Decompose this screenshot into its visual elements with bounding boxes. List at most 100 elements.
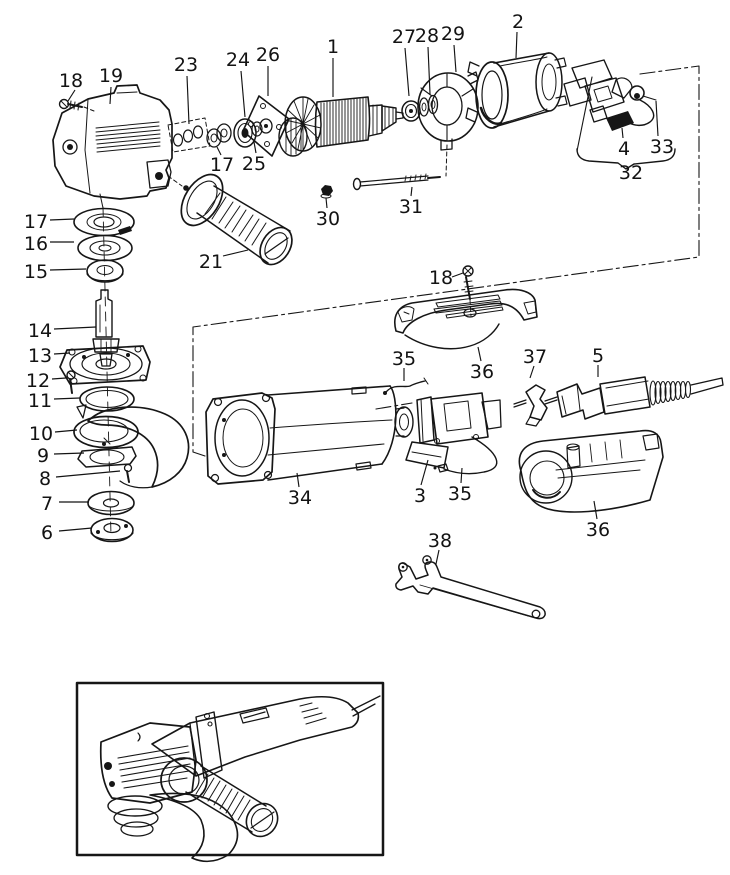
leader-line-13-22: [53, 352, 71, 355]
nut-30-drawing: [320, 185, 333, 199]
part-label-36-31: 36: [470, 361, 494, 383]
leader-line-10-25: [54, 429, 78, 433]
part-label-18-8: 18: [59, 70, 83, 92]
leader-line-12-23: [51, 377, 67, 380]
lower-cover-drawing: [518, 429, 664, 513]
part-label-30-13: 30: [316, 208, 340, 230]
leader-line-15-20: [49, 268, 87, 271]
motor-housing-drawing: [205, 385, 414, 485]
leader-line-34-37: [296, 472, 300, 488]
wrench-drawing: [395, 555, 546, 620]
carbon-brush-4: [606, 111, 634, 131]
part-label-33-16: 33: [650, 136, 674, 158]
part-label-2-1: 2: [512, 11, 524, 33]
leader-line-2-1: [515, 31, 518, 59]
leader-line-35-36: [460, 467, 463, 484]
part-label-21-12: 21: [199, 251, 223, 273]
part-label-15-20: 15: [24, 261, 48, 283]
part-label-32-17: 32: [619, 162, 643, 184]
leader-line-24-3: [240, 70, 246, 118]
construction-lines: [102, 65, 700, 537]
leader-line-33-16: [655, 100, 659, 137]
part-label-3-35: 3: [414, 485, 426, 507]
screw-18-right: [462, 265, 474, 277]
cord-drawing: [544, 376, 724, 420]
part-label-17-10: 17: [210, 154, 234, 176]
part-label-27-5: 27: [392, 26, 416, 48]
washer-stack-17-top-drawing: [206, 123, 232, 148]
part-label-26-4: 26: [256, 44, 280, 66]
leader-line-14-21: [53, 326, 97, 330]
leader-line-3-35: [420, 459, 429, 486]
leader-line-31-14: [410, 186, 413, 197]
leader-line-18-30: [451, 272, 464, 278]
part-label-35-32: 35: [392, 348, 416, 370]
screw-18-left-drawing: [58, 98, 95, 112]
part-label-31-14: 31: [399, 196, 423, 218]
part-label-11-24: 11: [28, 390, 52, 412]
leader-line-19-9: [109, 86, 112, 105]
part-label-14-21: 14: [28, 320, 52, 342]
brush-cap-33: [629, 85, 645, 101]
part-label-29-7: 29: [441, 23, 465, 45]
washers-28-drawing: [418, 94, 439, 117]
leader-line-11-24: [53, 397, 81, 400]
leader-line-30-13: [325, 197, 328, 209]
ring-25-drawing: [251, 121, 263, 137]
wheel-guard-drawing: [87, 406, 190, 489]
part-label-35-36: 35: [448, 483, 472, 505]
spindle-stack-drawing: [59, 207, 151, 543]
part-label-13-22: 13: [28, 345, 52, 367]
upper-cover-drawing: [394, 265, 538, 350]
part-label-9-26: 9: [37, 445, 49, 467]
leader-line-37-33: [529, 365, 535, 379]
leader-line-9-26: [53, 452, 85, 455]
leader-line-29-7: [453, 44, 457, 73]
part-label-23-2: 23: [174, 54, 198, 76]
leader-line-38-39: [435, 549, 440, 565]
part-label-7-28: 7: [41, 493, 53, 515]
leader-line-36-38: [593, 500, 598, 520]
fan-baffle-29-drawing: [417, 71, 479, 151]
part-label-12-23: 12: [26, 370, 50, 392]
leader-line-17-10: [216, 146, 222, 156]
leader-line-23-2: [186, 75, 190, 125]
part-label-37-33: 37: [523, 346, 547, 368]
part-label-24-3: 24: [226, 49, 250, 71]
part-label-10-25: 10: [29, 423, 53, 445]
leader-line-17-18: [49, 218, 75, 221]
bracket-32: [576, 148, 676, 170]
part-label-34-37: 34: [288, 487, 312, 509]
connector-37-drawing: [513, 384, 548, 427]
leader-line-21-12: [222, 249, 249, 257]
part-label-38-39: 38: [428, 530, 452, 552]
bearing-27-drawing: [401, 100, 421, 122]
leader-line-4-15: [621, 127, 624, 139]
part-label-16-19: 16: [24, 233, 48, 255]
part-label-36-38: 36: [586, 519, 610, 541]
leader-line-28-6: [427, 46, 431, 95]
part-label-17-18: 17: [24, 211, 48, 233]
part-label-6-29: 6: [41, 522, 53, 544]
switch-drawing: [383, 377, 502, 475]
leader-line-6-29: [58, 527, 93, 532]
part-label-5-34: 5: [592, 345, 604, 367]
bolt-31-drawing: [352, 173, 441, 191]
inset-border: [75, 681, 385, 857]
part-label-28-6: 28: [415, 25, 439, 47]
armature-drawing: [278, 96, 404, 157]
part-label-19-9: 19: [99, 65, 123, 87]
leader-line-36-31: [477, 346, 482, 362]
assembled-tool-inset: [75, 681, 385, 863]
leader-line-25-11: [253, 141, 257, 154]
leader-line-27-5: [404, 47, 410, 97]
part-label-1-0: 1: [327, 36, 339, 58]
stator-drawing: [465, 52, 568, 129]
leader-line-18-8: [67, 89, 76, 102]
part-label-4-15: 4: [618, 138, 630, 160]
wire-35-lower: [443, 436, 498, 475]
brush-assembly-drawing: [563, 59, 676, 170]
